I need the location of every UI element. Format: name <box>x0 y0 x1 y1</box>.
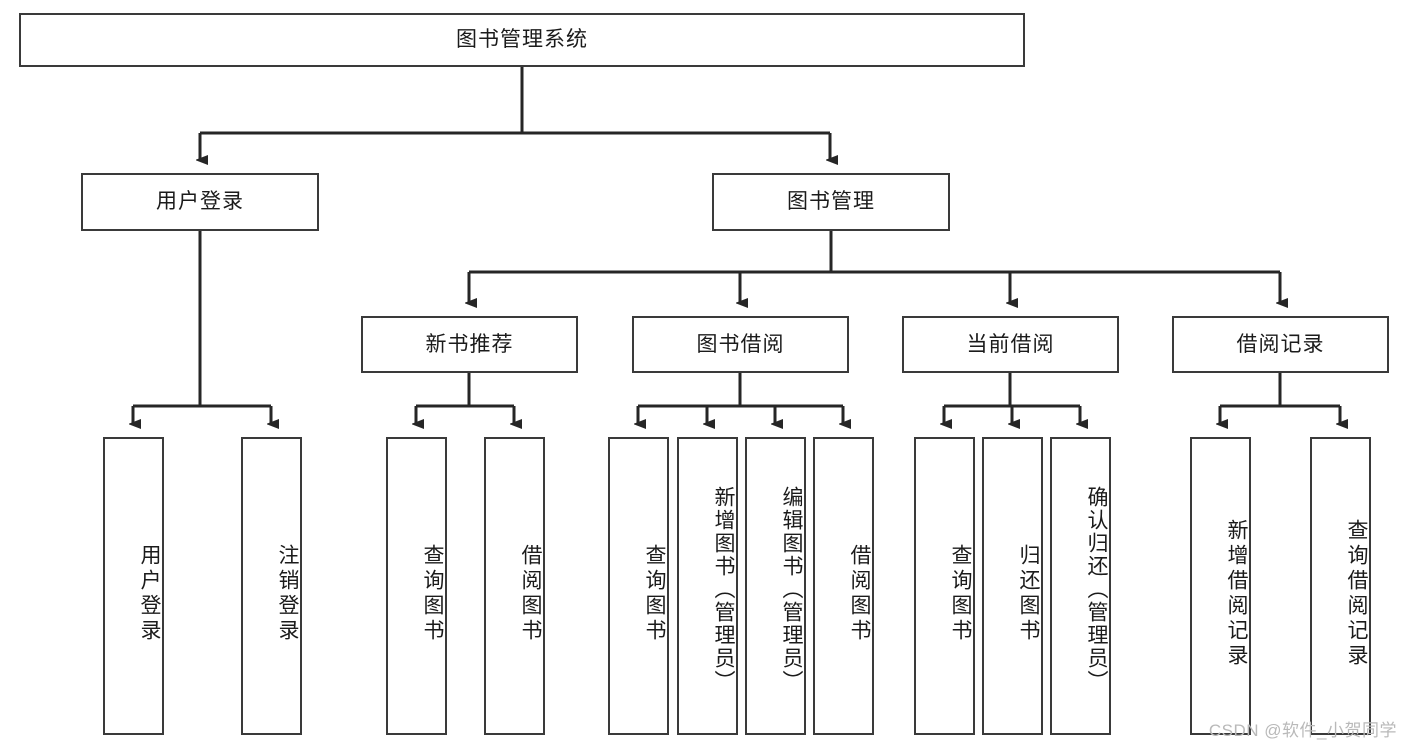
node-current-borrow-label: 当前借阅 <box>966 332 1055 356</box>
node-root[interactable]: 图书管理系统 <box>19 13 1025 67</box>
node-root-label: 图书管理系统 <box>456 28 588 52</box>
node-leaf-user-login-label: 用户登录 <box>138 544 161 644</box>
node-leaf-confirm-return-label: 确认归还（管理员） <box>1085 485 1108 693</box>
node-leaf-query-book-1-label: 查询图书 <box>421 544 444 644</box>
node-leaf-user-login[interactable]: 用户登录 <box>103 437 164 735</box>
node-leaf-return-book-label: 归还图书 <box>1017 544 1040 644</box>
node-leaf-borrow-book-2[interactable]: 借阅图书 <box>813 437 874 735</box>
node-book-borrow[interactable]: 图书借阅 <box>632 316 849 373</box>
node-leaf-query-book-2[interactable]: 查询图书 <box>608 437 669 735</box>
node-leaf-query-book-3-label: 查询图书 <box>949 544 972 644</box>
node-leaf-add-book[interactable]: 新增图书（管理员） <box>677 437 738 735</box>
node-leaf-return-book[interactable]: 归还图书 <box>982 437 1043 735</box>
node-leaf-query-book-3[interactable]: 查询图书 <box>914 437 975 735</box>
node-borrow-record[interactable]: 借阅记录 <box>1172 316 1389 373</box>
node-leaf-query-record-label: 查询借阅记录 <box>1345 519 1368 669</box>
node-leaf-borrow-book-2-label: 借阅图书 <box>848 544 871 644</box>
watermark-text: CSDN @软件_小贺同学 <box>1208 721 1397 740</box>
node-book-borrow-label: 图书借阅 <box>696 332 785 356</box>
node-leaf-edit-book[interactable]: 编辑图书（管理员） <box>745 437 806 735</box>
node-leaf-query-record[interactable]: 查询借阅记录 <box>1310 437 1371 735</box>
node-leaf-confirm-return[interactable]: 确认归还（管理员） <box>1050 437 1111 735</box>
node-leaf-edit-book-label: 编辑图书（管理员） <box>780 485 803 693</box>
node-leaf-add-record[interactable]: 新增借阅记录 <box>1190 437 1251 735</box>
node-leaf-add-book-label: 新增图书（管理员） <box>712 485 735 693</box>
node-book-manage-label: 图书管理 <box>787 190 875 214</box>
node-user-login-label: 用户登录 <box>156 190 244 214</box>
node-book-manage[interactable]: 图书管理 <box>712 173 950 231</box>
node-leaf-user-logout-label: 注销登录 <box>276 544 299 644</box>
node-user-login[interactable]: 用户登录 <box>81 173 319 231</box>
node-leaf-query-book-2-label: 查询图书 <box>643 544 666 644</box>
node-leaf-add-record-label: 新增借阅记录 <box>1225 519 1248 669</box>
node-new-book-recommend-label: 新书推荐 <box>425 332 514 356</box>
node-borrow-record-label: 借阅记录 <box>1236 332 1325 356</box>
node-current-borrow[interactable]: 当前借阅 <box>902 316 1119 373</box>
node-leaf-borrow-book-1[interactable]: 借阅图书 <box>484 437 545 735</box>
node-new-book-recommend[interactable]: 新书推荐 <box>361 316 578 373</box>
node-leaf-borrow-book-1-label: 借阅图书 <box>519 544 542 644</box>
node-leaf-user-logout[interactable]: 注销登录 <box>241 437 302 735</box>
node-leaf-query-book-1[interactable]: 查询图书 <box>386 437 447 735</box>
